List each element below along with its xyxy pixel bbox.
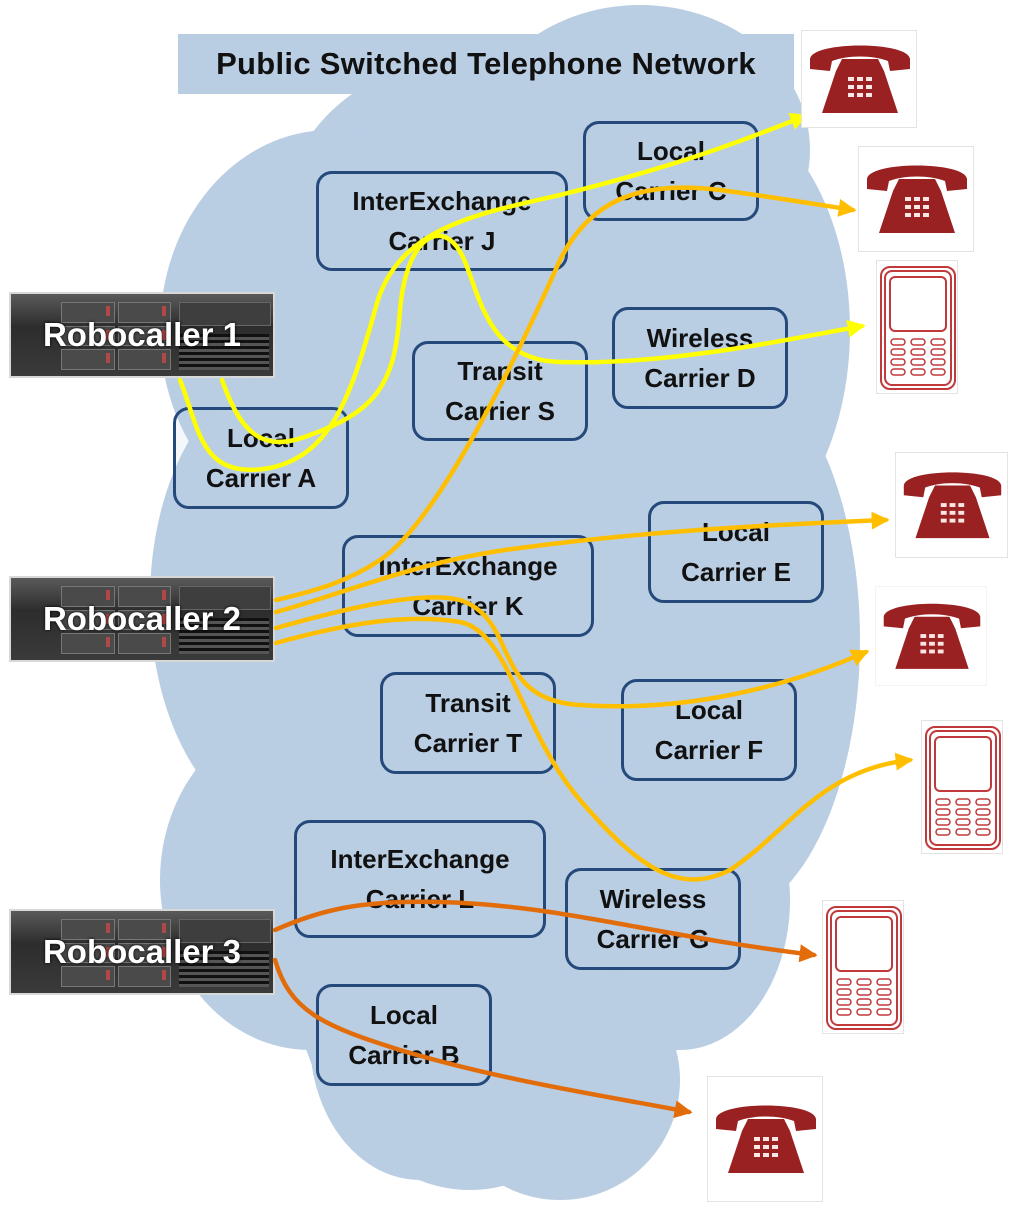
carrier-name: Carrier E (681, 557, 791, 587)
endpoint-landline-1 (801, 30, 917, 128)
endpoint-landline-5 (707, 1076, 823, 1202)
carrier-local-a: Local Carrier A (173, 407, 349, 509)
carrier-type: InterExchange (352, 186, 532, 216)
call-path-r3-to-g-mobile (272, 899, 818, 963)
carrier-type: Transit (457, 356, 543, 386)
carrier-type: Local (702, 517, 770, 547)
endpoint-landline-4 (875, 586, 987, 686)
mobile-phone-icon (826, 906, 902, 1030)
mobile-phone-icon (880, 266, 956, 390)
carrier-type: Transit (425, 688, 511, 718)
endpoint-landline-3 (895, 452, 1008, 558)
call-path-r2-to-f (273, 595, 870, 709)
landline-phone-icon (883, 603, 981, 669)
call-path-r3-to-b-landline (272, 957, 693, 1119)
carrier-type: InterExchange (330, 844, 510, 874)
mobile-phone-icon (925, 726, 1001, 850)
endpoint-mobile-2 (921, 720, 1003, 854)
call-path-r2-to-g-mobile (273, 616, 914, 882)
carrier-type: Local (370, 1000, 438, 1030)
carrier-name: Carrier C (615, 176, 727, 206)
carrier-interexchange-l: InterExchange Carrier L (294, 820, 546, 938)
endpoint-mobile-1 (876, 260, 958, 394)
landline-phone-icon (810, 45, 910, 113)
robocaller-3-server: Robocaller 3 (9, 909, 275, 995)
carrier-name: Carrier F (654, 735, 764, 765)
diagram-title: Public Switched Telephone Network (178, 34, 794, 94)
endpoint-landline-2 (858, 146, 974, 252)
carrier-type: Wireless (599, 884, 707, 914)
carrier-type: Local (637, 136, 705, 166)
call-path-r2-to-c (273, 185, 857, 603)
carrier-name: Carrier S (445, 396, 555, 426)
carrier-name: Carrier B (348, 1040, 460, 1070)
robocaller-label: Robocaller 3 (42, 933, 242, 970)
landline-phone-icon (867, 165, 967, 233)
endpoint-mobile-3 (822, 900, 904, 1034)
carrier-transit-t: Transit Carrier T (380, 672, 556, 774)
call-path-r1-to-d (219, 233, 866, 445)
call-path-r1-to-c (177, 112, 809, 472)
drive-bays (61, 919, 171, 987)
carrier-name: Carrier D (644, 363, 756, 393)
carrier-local-f: Local Carrier F (621, 679, 797, 781)
carrier-name: Carrier T (413, 728, 523, 758)
landline-phone-icon (903, 472, 1002, 539)
drive-bays (61, 586, 171, 654)
robocaller-label: Robocaller 1 (42, 316, 242, 353)
carrier-name: Carrier L (365, 884, 475, 914)
carrier-interexchange-j: InterExchange Carrier J (316, 171, 568, 271)
robocaller-2-server: Robocaller 2 (9, 576, 275, 662)
landline-phone-icon (716, 1105, 816, 1173)
drive-bays (61, 302, 171, 370)
robocaller-1-server: Robocaller 1 (9, 292, 275, 378)
carrier-local-e: Local Carrier E (648, 501, 824, 603)
call-path-r2-to-e (273, 511, 890, 615)
robocaller-label: Robocaller 2 (42, 600, 242, 637)
